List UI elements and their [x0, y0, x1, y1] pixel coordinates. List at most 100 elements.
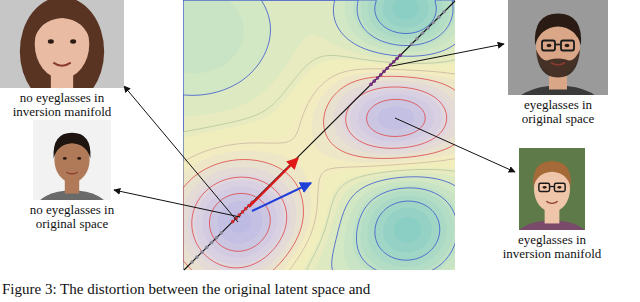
- face-panel: no eyeglasses in inversion manifold: [0, 0, 124, 119]
- eye: [77, 157, 81, 160]
- direction-arrow: [252, 183, 311, 211]
- sample-dot: [220, 231, 224, 235]
- sample-dot: [392, 60, 396, 64]
- eye: [70, 39, 76, 43]
- contour-band: [183, 0, 455, 270]
- mouth: [551, 63, 565, 66]
- sample-dot: [382, 70, 386, 74]
- sample-dot: [389, 63, 393, 67]
- sample-dot: [369, 83, 373, 87]
- eye: [565, 44, 570, 48]
- sample-dot: [442, 10, 446, 14]
- eyeglasses: [555, 44, 561, 46]
- contour-plot: [183, 0, 455, 270]
- sample-dot: [385, 66, 389, 70]
- contour-line: [183, 55, 455, 270]
- sample-dot: [376, 76, 380, 80]
- leader-arrow: [114, 190, 240, 217]
- hair: [20, 0, 104, 88]
- sample-dot: [210, 241, 214, 245]
- contour-band: [202, 94, 434, 258]
- sample-dot: [398, 54, 402, 58]
- sample-dot: [190, 260, 194, 264]
- figure-caption: Figure 3: The distortion between the ori…: [2, 281, 370, 298]
- mouth: [53, 63, 70, 66]
- contour-band: [183, 81, 455, 270]
- face-panel: eyeglasses in original space: [498, 0, 618, 126]
- contour-band: [183, 0, 455, 270]
- sample-dot: [432, 21, 436, 25]
- sample-dot: [195, 255, 199, 259]
- sample-dot: [379, 73, 383, 77]
- photo-ground: [508, 0, 608, 95]
- face-panel: no eyeglasses in original space: [12, 120, 132, 231]
- face-panel: eyeglasses in inversion manifold: [490, 148, 614, 261]
- contour-band: [183, 72, 455, 270]
- eye: [48, 39, 54, 43]
- contour-band: [183, 0, 455, 270]
- contour-band: [183, 0, 455, 270]
- contour-line: [209, 99, 425, 251]
- leader-arrow: [124, 86, 238, 222]
- face-photo: [0, 0, 124, 88]
- sample-dot: [241, 210, 245, 214]
- sample-dot: [244, 207, 248, 211]
- contour-line: [183, 0, 455, 270]
- contour-band: [183, 60, 455, 270]
- eyeglasses: [550, 186, 555, 187]
- contour-band: [183, 67, 455, 270]
- mouth: [546, 201, 557, 203]
- sample-dot: [215, 236, 219, 240]
- face-photo: [33, 120, 111, 200]
- face-photo: [519, 148, 585, 230]
- sample-dot: [200, 250, 204, 254]
- contour-band: [218, 106, 415, 243]
- projection-line: [184, 1, 455, 270]
- face-label: eyeglasses in inversion manifold: [500, 233, 604, 261]
- eye: [543, 186, 547, 189]
- leader-arrows: [114, 44, 515, 222]
- eye: [547, 44, 552, 48]
- plot-overlay: [184, 1, 455, 270]
- eye: [63, 157, 67, 160]
- sample-dot: [205, 246, 209, 250]
- face-label: no eyeglasses in inversion manifold: [10, 91, 114, 119]
- sample-dot: [426, 26, 430, 30]
- face-photo: [508, 0, 608, 95]
- sample-dot: [437, 15, 441, 19]
- sample-dot: [395, 57, 399, 61]
- contour-band: [183, 0, 455, 270]
- contour-band: [183, 35, 455, 270]
- contour-band: [183, 0, 455, 270]
- contour-line: [192, 87, 447, 268]
- leader-arrow: [392, 44, 504, 66]
- leader-arrow: [395, 118, 515, 172]
- contour-band: [188, 85, 451, 270]
- face-label: eyeglasses in original space: [506, 98, 610, 126]
- contour-line: [183, 69, 455, 270]
- mouth: [66, 172, 77, 174]
- photo-ground: [33, 120, 111, 200]
- contour-band: [183, 0, 455, 270]
- sample-dot: [372, 79, 376, 83]
- eyeglasses: [542, 41, 555, 51]
- eyeglasses: [561, 41, 574, 51]
- hair: [33, 2, 90, 42]
- contour-band: [183, 0, 455, 270]
- sample-dot: [415, 37, 419, 41]
- eye: [557, 186, 561, 189]
- photo-ground: [519, 148, 585, 230]
- photo-ground: [0, 0, 124, 88]
- contour-band: [183, 0, 455, 270]
- eyeglasses: [539, 183, 550, 191]
- contour-band: [183, 76, 455, 270]
- sample-dot: [421, 31, 425, 35]
- contour-band: [209, 99, 425, 251]
- sample-dot: [410, 42, 414, 46]
- beard: [536, 50, 580, 78]
- face-label: no eyeglasses in original space: [20, 203, 124, 231]
- contour-line: [183, 0, 455, 270]
- contour-line: [183, 76, 455, 270]
- eyeglasses: [554, 183, 565, 191]
